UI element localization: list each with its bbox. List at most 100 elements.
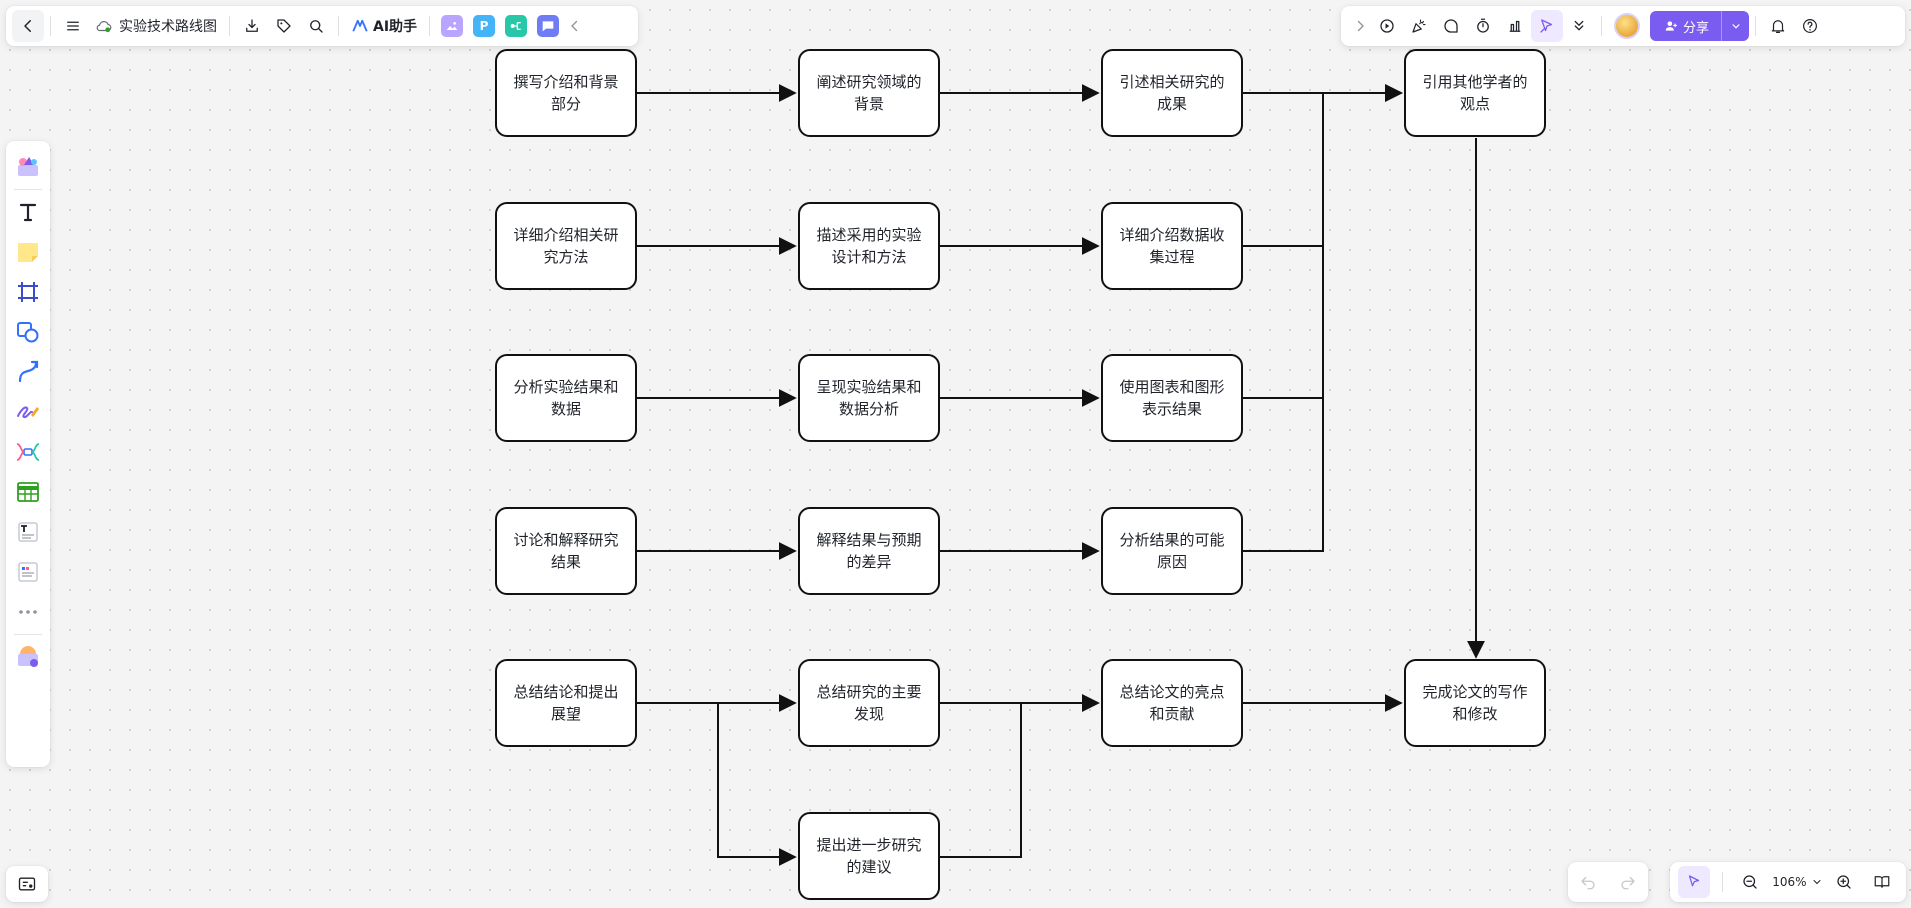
undo-button[interactable] xyxy=(1572,866,1604,898)
comment-button[interactable] xyxy=(1435,10,1467,42)
node-field-background[interactable]: 阐述研究领域的背景 xyxy=(798,49,940,137)
node-cite-scholars[interactable]: 引用其他学者的观点 xyxy=(1404,49,1546,137)
mindmap-plugin-button[interactable] xyxy=(505,15,528,37)
redo-button[interactable] xyxy=(1612,866,1644,898)
node-label: 完成论文的写作和修改 xyxy=(1422,683,1528,723)
guide-book-button[interactable] xyxy=(1866,866,1898,898)
share-button[interactable]: 分享 xyxy=(1650,11,1750,41)
edge-n10-n4 xyxy=(1243,84,1403,399)
play-icon xyxy=(1380,19,1394,33)
node-data-collection[interactable]: 详细介绍数据收集过程 xyxy=(1101,202,1243,290)
share-dropdown[interactable] xyxy=(1721,11,1749,41)
redo-icon xyxy=(1621,876,1635,890)
celebrate-button[interactable] xyxy=(1403,10,1435,42)
node-present-results[interactable]: 呈现实验结果和数据分析 xyxy=(798,354,940,442)
zoom-controls: 106% xyxy=(1670,862,1906,902)
top-right-toolbar: 分享 xyxy=(1341,6,1905,46)
frame-tool[interactable] xyxy=(12,276,44,308)
menu-button[interactable] xyxy=(57,10,89,42)
collapse-toolbar-button[interactable] xyxy=(564,10,586,42)
node-highlights[interactable]: 总结论文的亮点和贡献 xyxy=(1101,659,1243,747)
present-button[interactable] xyxy=(1371,10,1403,42)
vote-icon xyxy=(1509,20,1521,32)
more-tool[interactable] xyxy=(12,596,44,628)
select-tool-button[interactable] xyxy=(1678,866,1710,898)
p-plugin-button[interactable]: P xyxy=(473,15,496,37)
connector-tool[interactable] xyxy=(12,356,44,388)
divider xyxy=(338,16,339,36)
connector-icon xyxy=(18,360,39,383)
download-icon xyxy=(246,19,258,32)
node-intro-background[interactable]: 撰写介绍和背景部分 xyxy=(495,49,637,137)
vote-button[interactable] xyxy=(1499,10,1531,42)
left-toolbar xyxy=(6,141,50,767)
top-left-toolbar: 实验技术路线图 AI助手 P xyxy=(6,6,638,46)
shape-tool[interactable] xyxy=(12,316,44,348)
node-charts-graphs[interactable]: 使用图表和图形表示结果 xyxy=(1101,354,1243,442)
node-experiment-design[interactable]: 描述采用的实验设计和方法 xyxy=(798,202,940,290)
sticky-note-tool[interactable] xyxy=(12,236,44,268)
undo-icon xyxy=(1581,876,1595,890)
laser-pointer-button[interactable] xyxy=(1531,10,1563,42)
node-research-methods[interactable]: 详细介绍相关研究方法 xyxy=(495,202,637,290)
node-conclusion-outlook[interactable]: 总结结论和提出展望 xyxy=(495,659,637,747)
edge-n7-n4 xyxy=(1243,84,1403,247)
node-discuss-results[interactable]: 讨论和解释研究结果 xyxy=(495,507,637,595)
node-future-suggestions[interactable]: 提出进一步研究的建议 xyxy=(798,812,940,900)
zoom-in-button[interactable] xyxy=(1828,866,1860,898)
help-button[interactable] xyxy=(1794,10,1826,42)
edge-n18-n16 xyxy=(940,694,1100,858)
tag-icon xyxy=(277,19,291,33)
cloud-sync-icon xyxy=(96,21,112,33)
node-label: 讨论和解释研究结果 xyxy=(513,531,619,571)
chat-plugin-button[interactable] xyxy=(537,15,560,37)
download-button[interactable] xyxy=(236,10,268,42)
node-label: 总结结论和提出展望 xyxy=(513,683,619,723)
bell-icon xyxy=(1771,20,1785,33)
chevron-left-icon xyxy=(571,20,578,32)
search-button[interactable] xyxy=(300,10,332,42)
divider xyxy=(1755,16,1757,36)
mindmap-tool[interactable] xyxy=(12,436,44,468)
ai-assistant-button[interactable]: AI助手 xyxy=(345,16,423,36)
divider xyxy=(1601,16,1602,36)
timer-button[interactable] xyxy=(1467,10,1499,42)
double-chevron-down-icon xyxy=(1574,20,1584,31)
node-possible-causes[interactable]: 分析结果的可能原因 xyxy=(1101,507,1243,595)
back-button[interactable] xyxy=(12,10,44,42)
node-main-findings[interactable]: 总结研究的主要发现 xyxy=(798,659,940,747)
ai-logo-icon xyxy=(352,19,368,32)
node-label: 详细介绍相关研究方法 xyxy=(513,226,619,266)
plugin-tool[interactable] xyxy=(12,641,44,673)
tag-button[interactable] xyxy=(268,10,300,42)
share-main[interactable]: 分享 xyxy=(1650,11,1721,41)
p-plugin-label: P xyxy=(479,19,489,33)
node-analyze-results[interactable]: 分析实验结果和数据 xyxy=(495,354,637,442)
zoom-level-select[interactable]: 106% xyxy=(1772,875,1822,889)
expand-toolbar-button[interactable] xyxy=(1349,10,1371,42)
image-plugin-button[interactable] xyxy=(441,15,464,37)
document-title-area[interactable]: 实验技术路线图 xyxy=(89,16,223,36)
share-label: 分享 xyxy=(1683,20,1710,36)
node-label: 解释结果与预期的差异 xyxy=(816,531,922,571)
divider xyxy=(229,16,230,36)
divider xyxy=(429,16,431,36)
templates-tool[interactable] xyxy=(12,151,44,183)
zoom-out-button[interactable] xyxy=(1734,866,1766,898)
text-tool[interactable] xyxy=(12,196,44,228)
node-finish-paper[interactable]: 完成论文的写作和修改 xyxy=(1404,659,1546,747)
table-tool[interactable] xyxy=(12,476,44,508)
minimap-button[interactable] xyxy=(6,866,48,902)
list-card-tool[interactable] xyxy=(12,556,44,588)
node-explain-differences[interactable]: 解释结果与预期的差异 xyxy=(798,507,940,595)
pen-tool[interactable] xyxy=(12,396,44,428)
edge-n14-n18 xyxy=(637,702,797,866)
shape-icon xyxy=(17,322,39,343)
notifications-button[interactable] xyxy=(1762,10,1794,42)
avatar[interactable] xyxy=(1614,13,1640,39)
node-label: 引述相关研究的成果 xyxy=(1119,73,1225,113)
node-related-results[interactable]: 引述相关研究的成果 xyxy=(1101,49,1243,137)
chevron-down-icon xyxy=(1813,880,1821,885)
text-card-tool[interactable] xyxy=(12,516,44,548)
more-tools-button[interactable] xyxy=(1563,10,1595,42)
